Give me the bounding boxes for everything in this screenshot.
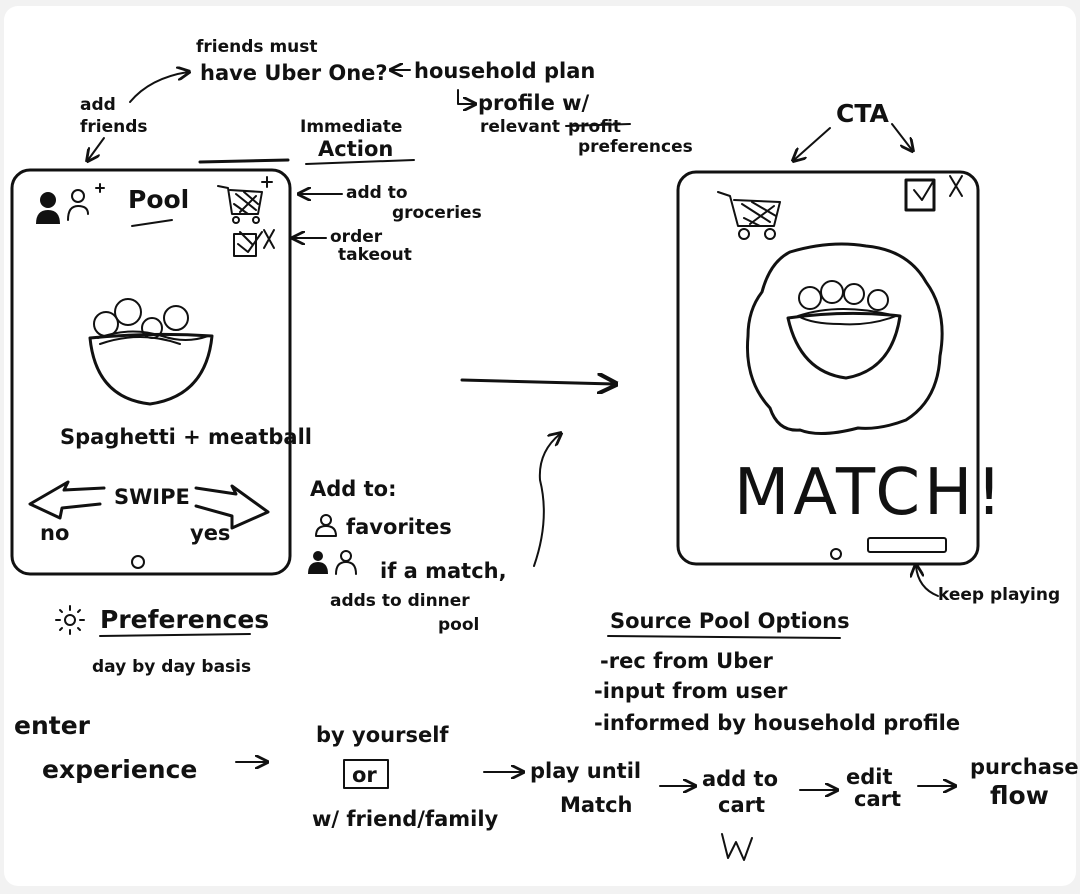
left-home-button[interactable]	[131, 555, 145, 569]
flow-edit-cart: cart	[854, 787, 901, 811]
cta-label: CTA	[836, 99, 889, 128]
right-phone-frame	[676, 170, 980, 566]
flow-squiggle	[721, 833, 753, 861]
preferences-underline	[99, 633, 251, 637]
flow-purchase: purchase	[970, 755, 1079, 779]
group-users-icon	[308, 550, 357, 575]
whiteboard-sheet	[4, 6, 1076, 886]
flow-with-friend: w/ friend/family	[312, 807, 499, 831]
flow-edit: edit	[846, 765, 893, 789]
note-profile-w: profile w/	[478, 91, 590, 115]
cart-icon[interactable]	[717, 191, 781, 240]
note-struck-word: profit	[568, 117, 621, 137]
right-home-button[interactable]	[830, 548, 842, 560]
flow-cart: cart	[718, 793, 765, 817]
arrow-add-to-uber-one	[129, 72, 188, 103]
keep-playing-label: keep playing	[938, 585, 1060, 605]
dish-name: Spaghetti + meatball	[60, 425, 312, 449]
source-pool-item-3: -informed by household profile	[594, 711, 960, 735]
flow-or: or	[352, 763, 377, 787]
swipe-label: SWIPE	[114, 485, 190, 509]
center-transition-arrow	[460, 380, 614, 384]
cart-icon[interactable]	[217, 176, 273, 224]
strike-through	[565, 123, 631, 127]
single-user-icon	[315, 514, 337, 537]
swipe-left-arrow-icon[interactable]	[28, 480, 106, 520]
pool-underline	[131, 219, 173, 227]
match-dish-image	[745, 242, 944, 435]
note-friends: friends	[80, 117, 148, 137]
swipe-yes[interactable]: yes	[190, 521, 230, 545]
note-preferences: preferences	[578, 137, 693, 157]
flow-enter: enter	[14, 711, 91, 740]
source-pool-underline	[607, 635, 841, 639]
preferences-title[interactable]: Preferences	[100, 605, 269, 634]
note-add: add	[80, 95, 116, 115]
swipe-right-arrow-icon[interactable]	[194, 484, 270, 530]
flow-match: Match	[560, 793, 633, 817]
gear-icon[interactable]	[55, 605, 85, 635]
preferences-subtitle: day by day basis	[92, 657, 251, 677]
cta-arrow-right	[891, 123, 912, 150]
pool-label: Pool	[128, 185, 189, 214]
action-label: Action	[318, 137, 393, 161]
add-friends-icon[interactable]	[36, 183, 105, 224]
note-have-uber-one: have Uber One?	[200, 61, 388, 85]
flow-purchase-flow: flow	[990, 781, 1049, 810]
favorites-label: favorites	[346, 515, 452, 539]
match-note-1: if a match,	[380, 559, 507, 583]
flow-add-to: add to	[702, 767, 778, 791]
left-phone-notch	[198, 158, 290, 164]
note-add-to: add to	[346, 183, 408, 203]
flow-or-box	[343, 759, 389, 789]
arrow-keep-playing	[916, 566, 939, 597]
swipe-no[interactable]: no	[40, 521, 69, 545]
cta-arrow-left	[794, 127, 831, 160]
arrow-match-to-screen	[533, 434, 560, 567]
spaghetti-bowl-image	[88, 298, 214, 406]
match-title: MATCH!	[734, 456, 1006, 530]
note-groceries: groceries	[392, 203, 482, 223]
source-pool-item-2: -input from user	[594, 679, 788, 703]
note-friends-must: friends must	[196, 37, 318, 57]
arrow-to-profile	[457, 89, 474, 104]
note-order: order	[330, 227, 383, 247]
note-household-plan: household plan	[414, 59, 595, 83]
match-note-2: adds to dinner	[330, 591, 470, 611]
add-to-title: Add to:	[310, 477, 397, 501]
source-pool-title: Source Pool Options	[610, 609, 850, 633]
keep-playing-button[interactable]	[867, 537, 947, 553]
note-relevant: relevant	[480, 117, 560, 137]
flow-by-yourself: by yourself	[316, 723, 449, 747]
action-underline	[305, 159, 415, 165]
takeout-box-icon[interactable]	[904, 175, 963, 212]
arrow-add-to-phone	[88, 137, 105, 160]
match-note-3: pool	[438, 615, 479, 635]
flow-play-until: play until	[530, 759, 641, 783]
immediate-label: Immediate	[300, 117, 402, 137]
note-takeout: takeout	[338, 245, 412, 265]
flow-experience: experience	[42, 755, 197, 784]
source-pool-item-1: -rec from Uber	[600, 649, 774, 673]
left-phone-frame	[10, 168, 292, 576]
takeout-box-icon[interactable]	[233, 229, 275, 257]
